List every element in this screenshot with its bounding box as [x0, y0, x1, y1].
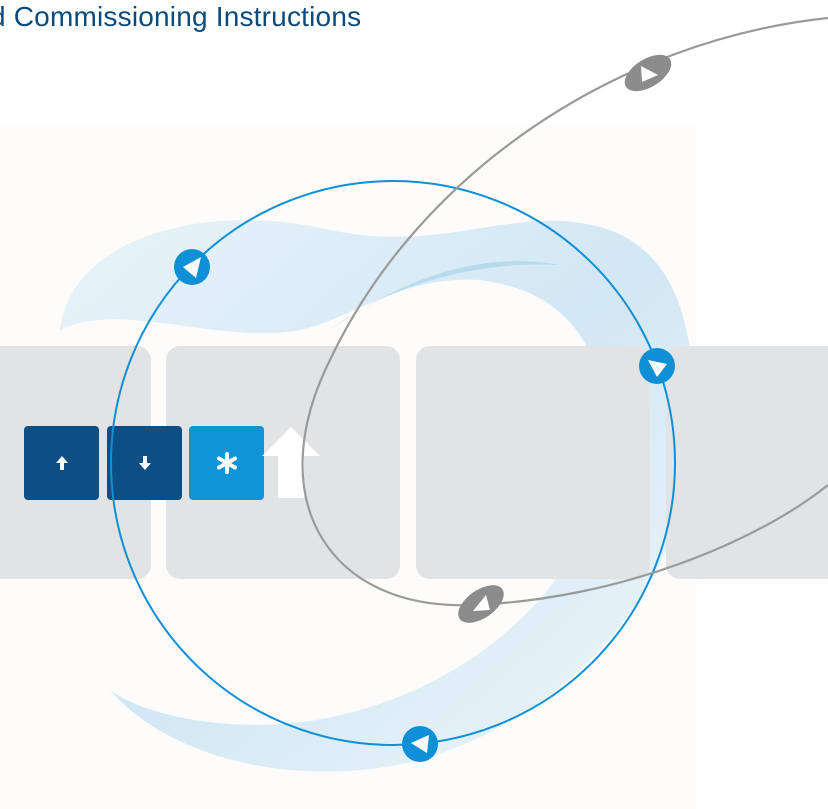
- down-key[interactable]: [107, 426, 182, 500]
- up-key[interactable]: [24, 426, 99, 500]
- asterisk-key[interactable]: [189, 426, 264, 500]
- arrow-up-icon: [55, 456, 68, 470]
- key-tile-3: [416, 346, 650, 579]
- arrow-down-icon: [138, 456, 151, 470]
- key-tile-4: [666, 346, 828, 579]
- asterisk-icon: [216, 452, 237, 474]
- page-title: d Commissioning Instructions: [0, 1, 362, 32]
